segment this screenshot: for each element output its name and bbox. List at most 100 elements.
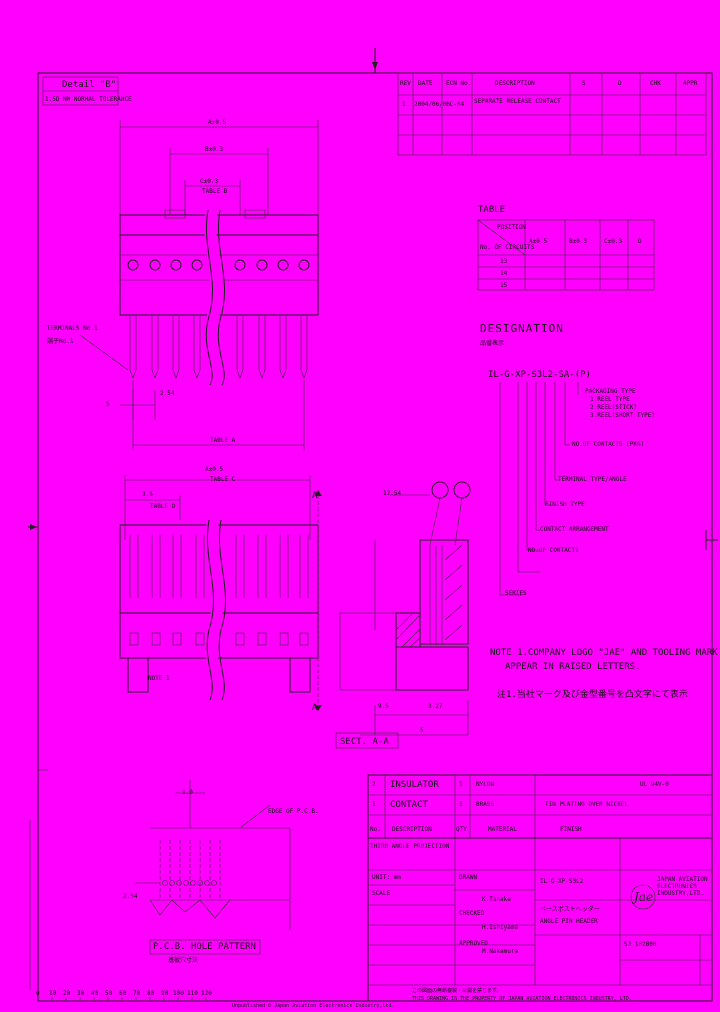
note-ref: NOTE 1: [148, 675, 170, 682]
terminal-label: TERMINALS No.1: [47, 325, 98, 332]
pcb-dim-hole: 1.0: [182, 789, 193, 796]
material-finish-2: UL 94V-0: [640, 781, 669, 788]
designation-code: IL-G-XP-S3L2-SA-(P): [488, 370, 591, 380]
scale-80: 80: [147, 990, 155, 997]
designation-title-jp: 品番表示: [480, 340, 505, 347]
footer-property: THIS DRAWING IS THE PROPERTY OF JAPAN AV…: [412, 996, 632, 1002]
rev-header-rev: REV: [400, 80, 411, 87]
dim-table-c: TABLE C: [210, 476, 236, 483]
material-material-1: BRASS: [476, 801, 495, 808]
dim-5-section: 5: [420, 727, 424, 734]
scale-90: 90: [161, 990, 169, 997]
scale-100: 100: [173, 990, 184, 997]
section-marker-a-bottom: A: [312, 703, 318, 713]
scale-60: 60: [119, 990, 127, 997]
dim-5: 5: [106, 401, 110, 408]
dim-table-a: TABLE A: [210, 437, 236, 444]
name-approved: M.Nakamura: [482, 948, 519, 955]
table-header-position: POSITION: [497, 224, 526, 231]
table-header-c: C±0.3: [604, 238, 623, 245]
material-material-2: NYLON: [476, 781, 495, 788]
designation-item-arrangement: CONTACT ARRANGEMENT: [540, 526, 609, 533]
designation-item-contacts: NO.OF CONTACTS: [528, 547, 579, 554]
note-line-2: APPEAR IN RAISED LETTERS.: [505, 662, 641, 672]
pcb-title: P.C.B. HOLE PATTERN: [153, 942, 256, 952]
name-checked: H.Ishiyama: [482, 924, 519, 931]
product-label: IL-G-XP-S3L2: [540, 878, 584, 885]
role-approved: APPROVED: [459, 940, 488, 947]
material-qty-1: 1: [459, 801, 463, 808]
dim-c-top: C±0.3: [200, 178, 219, 185]
scale-10: 10: [49, 990, 57, 997]
table-row-15: 15: [500, 282, 508, 289]
table-header-circuits: No. OF CIRCUITS: [480, 244, 535, 251]
material-desc-2: INSULATOR: [390, 780, 439, 790]
scale-120: 120: [201, 990, 212, 997]
role-checked: CHECKED: [459, 910, 485, 917]
footer-copyright: Unpublished © Japan Aviation Electronics…: [232, 1003, 395, 1009]
dim-table-d: TABLE D: [150, 503, 176, 510]
designation-item-3: 3.REEL(SHORT TYPE): [590, 412, 656, 419]
material-header-no: No.: [370, 826, 381, 833]
detail-label: Detail "B": [62, 80, 117, 90]
rev-header-appr: APPR: [683, 80, 698, 87]
material-no-1: 1: [372, 801, 376, 808]
material-desc-1: CONTACT: [390, 800, 428, 810]
scale-40: 40: [91, 990, 99, 997]
product-jp: ベースポストヘッダー: [540, 906, 600, 913]
table-header-d: D: [638, 238, 642, 245]
scale-70: 70: [133, 990, 141, 997]
material-header-material: MATERIAL: [488, 826, 517, 833]
role-drawn: DRAWN: [459, 874, 478, 881]
svg-text:Jae: Jae: [631, 890, 653, 904]
rev-row-description: SEPARATE RELEASE CONTACT: [474, 98, 561, 105]
rev-header-description: DESCRIPTION: [495, 80, 535, 87]
pcb-edge-note: EDGE OF P.C.B.: [268, 808, 319, 815]
designation-item-pkg-contacts: NO.OF CONTACTS (PKG): [572, 441, 645, 448]
pcb-title-jp: 基板穴寸法: [168, 957, 199, 964]
table-header-a: A±0.5: [529, 238, 548, 245]
rev-header-d: D: [618, 80, 622, 87]
table-header-b: B±0.3: [569, 238, 588, 245]
rev-header-ecn: ECN No.: [446, 80, 472, 87]
designation-item-packaging: PACKAGING TYPE: [585, 388, 636, 395]
table-row-13: 13: [500, 258, 508, 265]
scale-0: 0: [36, 990, 40, 997]
note-line-jp: 注1.当社マーク及び金型番号を凸文字にて表示: [497, 690, 688, 700]
pcb-dim-pitch: 2.54: [123, 893, 138, 900]
rev-header-chk: CHK: [650, 80, 661, 87]
dim-a-bottom: A±0.5: [205, 466, 224, 473]
dim-3-27: 3.27: [428, 703, 443, 710]
designation-item-series: SERIES: [505, 590, 527, 597]
rev-header-s: S: [582, 80, 586, 87]
projection: THIRD ANGLE PROJECTION: [370, 843, 450, 850]
section-marker-a-top: A: [312, 491, 318, 501]
units: UNIT: mm: [372, 874, 401, 881]
designation-item-terminal: TERMINAL TYPE/ANGLE: [558, 476, 627, 483]
material-qty-2: 1: [459, 781, 463, 788]
designation-item-finish: FINISH TYPE: [545, 501, 585, 508]
dim-b-top: B±0.3: [205, 146, 224, 153]
material-header-qty: QTY: [456, 826, 467, 833]
dim-table-b: TABLE B: [202, 188, 228, 195]
dim-2-54: 2.54: [160, 390, 175, 397]
tolerance-note: 1.5D NM NORMAL TOLERANCE: [45, 96, 132, 103]
scale-50: 50: [105, 990, 113, 997]
dim-12-54: 12.54: [383, 490, 402, 497]
material-header-finish: FINISH: [560, 826, 582, 833]
table-row-14: 14: [500, 270, 508, 277]
company-name: JAPAN AVIATION ELECTRONICS INDUSTRY,LTD.: [657, 876, 708, 897]
scale-110: 110: [187, 990, 198, 997]
scale-30: 30: [77, 990, 85, 997]
drawing-no-label: SJ 102800: [624, 941, 657, 948]
scale: SCALE: [372, 890, 391, 897]
footer-jp: この図面の無断複製・公開を禁じます。: [412, 988, 502, 994]
designation-title: DESIGNATION: [480, 322, 564, 335]
scale-20: 20: [63, 990, 71, 997]
material-header-desc: DESCRIPTION: [392, 826, 432, 833]
table-title: TABLE: [478, 205, 506, 215]
designation-item-1: 1.REEL TYPE: [590, 396, 630, 403]
note-line-1: NOTE 1.COMPANY LOGO "JAE" AND TOOLING MA…: [490, 648, 718, 658]
name-drawn: K.Tanaka: [482, 896, 511, 903]
